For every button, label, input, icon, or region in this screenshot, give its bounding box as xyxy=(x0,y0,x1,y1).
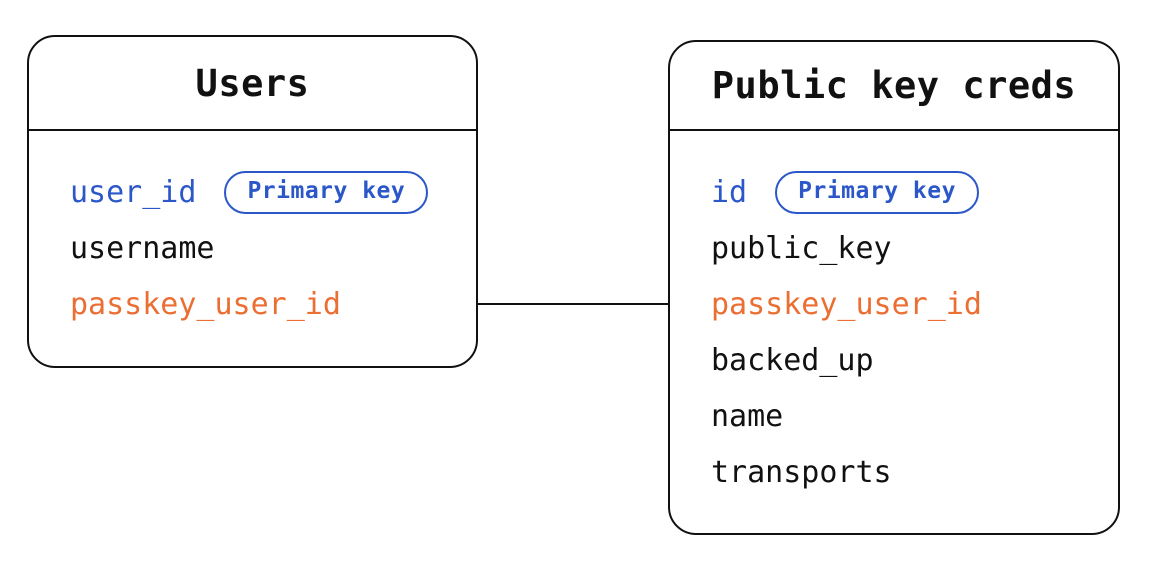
field-name: name xyxy=(711,398,784,434)
field-row: id Primary key xyxy=(711,164,1108,220)
field-row: passkey_user_id xyxy=(711,276,1108,332)
field-row: public_key xyxy=(711,220,1108,276)
field-row: passkey_user_id xyxy=(70,276,466,332)
table-title: Public key creds xyxy=(670,42,1118,131)
primary-key-badge: Primary key xyxy=(775,170,979,214)
field-name: id xyxy=(711,174,748,210)
field-row: user_id Primary key xyxy=(70,164,466,220)
relationship-line xyxy=(478,303,668,305)
primary-key-badge: Primary key xyxy=(224,170,429,214)
public-key-creds-table: Public key creds id Primary key public_key… xyxy=(668,40,1120,535)
field-name: transports xyxy=(711,454,892,490)
field-row: username xyxy=(70,220,466,276)
table-title: Users xyxy=(29,37,476,131)
field-row: transports xyxy=(711,444,1108,500)
field-name: user_id xyxy=(70,174,197,210)
field-row: name xyxy=(711,388,1108,444)
field-name: backed_up xyxy=(711,342,874,378)
field-row: backed_up xyxy=(711,332,1108,388)
field-name: passkey_user_id xyxy=(711,286,982,322)
field-name: public_key xyxy=(711,230,892,266)
field-name: username xyxy=(70,230,215,266)
field-name: passkey_user_id xyxy=(70,286,341,322)
